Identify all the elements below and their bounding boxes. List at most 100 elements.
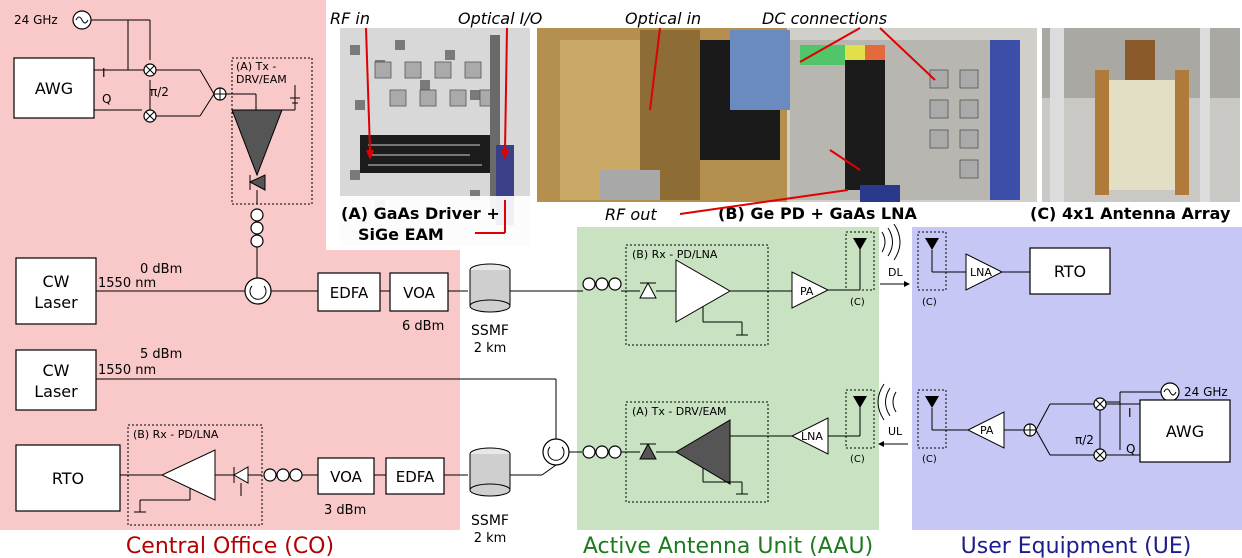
awg-ue-label: AWG — [1166, 422, 1204, 441]
antenna-aau-ul-box — [845, 389, 875, 449]
pa-ue-label: PA — [980, 424, 994, 437]
antenna-ue-dl-c: (C) — [922, 297, 937, 308]
lo-freq-co: 24 GHz — [14, 13, 58, 27]
aau-zone — [577, 227, 879, 530]
rx-module-aau-label: (B) Rx - PD/LNA — [632, 248, 718, 261]
antenna-ue-ul-box — [917, 389, 947, 449]
fiber-coil-co-rx — [263, 468, 303, 482]
pa-aau-icon — [791, 271, 830, 309]
dl-wave-icon — [881, 223, 901, 261]
fiber-coil-co-tx — [250, 208, 264, 248]
pi2-co: π/2 — [150, 85, 169, 99]
caption-a-line2: SiGe EAM — [358, 225, 444, 244]
tx-module-co — [231, 57, 313, 205]
cw-laser-1 — [15, 257, 97, 325]
cw-laser-1-label-a: CW — [43, 272, 70, 291]
edfa-co-tx-label: EDFA — [330, 284, 369, 302]
cw-laser-1-label-b: Laser — [34, 293, 78, 312]
lna-ue-label: LNA — [970, 266, 992, 279]
optical-in-label: Optical in — [625, 9, 701, 28]
awg-ue-q: Q — [1126, 442, 1135, 456]
cw-laser-2 — [15, 349, 97, 411]
co-label: Central Office (CO) — [126, 534, 334, 558]
ssmf-dl-label: SSMF — [471, 323, 509, 339]
antenna-aau-ul-c: (C) — [850, 454, 865, 465]
photo-b — [537, 28, 1037, 202]
antenna-ue-dl-box — [917, 231, 947, 291]
fiber-coil-aau-dl — [582, 277, 622, 291]
ue-label: User Equipment (UE) — [961, 534, 1192, 558]
power-6dbm: 6 dBm — [402, 319, 444, 334]
antenna-aau-ul-icon — [853, 396, 867, 408]
rx-module-aau — [625, 244, 769, 346]
cw-laser-2-wl: 1550 nm — [98, 363, 156, 378]
optical-io-label: Optical I/O — [458, 9, 542, 28]
voa-co-tx — [389, 272, 449, 312]
ul-label: UL — [888, 425, 903, 438]
annotation-arrows — [365, 27, 936, 234]
awg-label: AWG — [35, 79, 73, 98]
antenna-ue-ul-c: (C) — [922, 454, 937, 465]
rf-in-label: RF in — [330, 9, 370, 28]
circulator-co-icon — [244, 277, 272, 305]
rto-ue — [1029, 247, 1111, 295]
antenna-aau-dl-box — [845, 231, 875, 291]
awg-ue-i: I — [1128, 406, 1132, 420]
photo-c — [1042, 28, 1240, 202]
rx-module-co-label: (B) Rx - PD/LNA — [133, 428, 219, 441]
antenna-aau-dl-c: (C) — [850, 297, 865, 308]
cw-laser-2-power: 5 dBm — [140, 347, 182, 362]
co-zone — [0, 0, 460, 530]
ul-wave-icon — [877, 383, 897, 421]
caption-b: (B) Ge PD + GaAs LNA — [718, 204, 917, 223]
power-3dbm: 3 dBm — [324, 503, 366, 518]
caption-c: (C) 4x1 Antenna Array — [1030, 204, 1231, 223]
lna-ue-icon — [965, 253, 1004, 291]
antenna-ue-ul-icon — [925, 396, 939, 408]
ssmf-ul-len: 2 km — [474, 531, 507, 546]
dc-connections-label: DC connections — [762, 9, 887, 28]
ssmf-dl-len: 2 km — [474, 341, 507, 356]
eam-aau-icon — [639, 442, 657, 460]
ssmf-spool-ul — [469, 447, 511, 497]
awg-q: Q — [102, 92, 111, 106]
driver-amp-icon — [231, 109, 283, 177]
edfa-co-tx — [317, 272, 381, 312]
rto-co — [15, 444, 121, 512]
voa-co-rx — [317, 457, 375, 495]
awg-i: I — [102, 66, 106, 80]
pa-aau-label: PA — [800, 285, 814, 298]
tx-module-aau — [625, 401, 769, 503]
tx-module-co-label2: DRV/EAM — [236, 73, 287, 86]
lo-freq-ue: 24 GHz — [1184, 385, 1228, 399]
eam-co-icon — [248, 174, 266, 191]
antenna-ue-dl-icon — [925, 238, 939, 250]
pd-aau-icon — [639, 281, 657, 299]
cw-laser-1-wl: 1550 nm — [98, 276, 156, 291]
tx-module-aau-label: (A) Tx - DRV/EAM — [632, 405, 727, 418]
lna-aau-ul-label: LNA — [801, 430, 823, 443]
pa-ue-icon — [966, 411, 1005, 449]
photo-a — [330, 28, 530, 246]
ssmf-ul-label: SSMF — [471, 513, 509, 529]
edfa-co-rx — [385, 457, 445, 495]
ssmf-spool-dl — [469, 263, 511, 313]
cw-laser-1-power: 0 dBm — [140, 262, 182, 277]
awg-ue — [1139, 399, 1231, 463]
voa-co-tx-label: VOA — [403, 284, 436, 302]
rto-ue-label: RTO — [1054, 262, 1086, 281]
pi2-ue: π/2 — [1075, 433, 1094, 447]
circulator-aau-icon — [542, 438, 570, 466]
dl-label: DL — [888, 266, 903, 279]
fiber-coil-aau-ul — [582, 445, 622, 459]
voa-co-rx-label: VOA — [330, 468, 363, 486]
rf-out-label: RF out — [605, 205, 657, 224]
aau-label: Active Antenna Unit (AAU) — [583, 534, 873, 558]
cw-laser-2-label-a: CW — [43, 361, 70, 380]
rto-co-label: RTO — [52, 469, 84, 488]
awg-block — [13, 57, 95, 119]
antenna-aau-dl-icon — [853, 238, 867, 250]
cw-laser-2-label-b: Laser — [34, 382, 78, 401]
tx-module-co-label1: (A) Tx - — [236, 60, 276, 73]
